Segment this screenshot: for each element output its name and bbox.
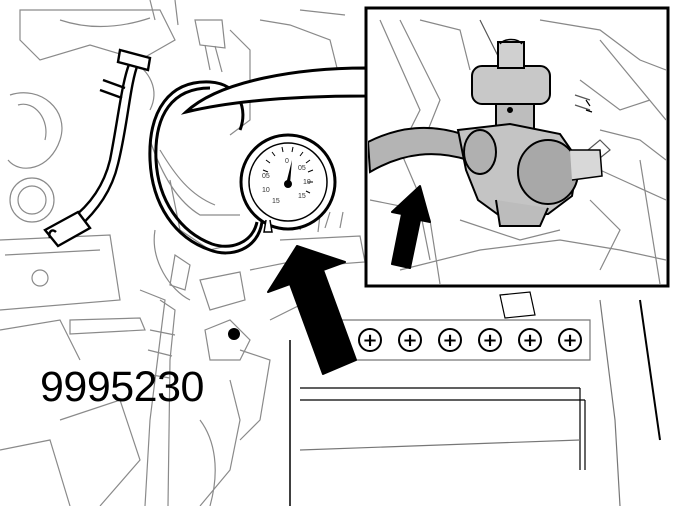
battery-terminal-2: + [398, 328, 422, 352]
gauge-label-15-right: 15 [298, 193, 306, 200]
gauge-label-15-left: 15 [272, 198, 280, 205]
inset-arrow-icon [391, 185, 431, 269]
battery-terminal-4: + [478, 328, 502, 352]
battery-terminal-symbol: + [362, 330, 377, 351]
battery-terminal-6: + [558, 328, 582, 352]
pressure-gauge-icon: 0 05 05 10 10 15 15 [239, 133, 337, 233]
battery-terminal-5: + [518, 328, 542, 352]
bolt-icon [228, 328, 240, 340]
fuel-line [43, 48, 152, 248]
part-number: 9995230 [40, 363, 204, 411]
battery-icon [289, 291, 661, 506]
gauge-label-10-right: 10 [303, 179, 311, 186]
battery-terminal-symbol: + [522, 330, 537, 351]
battery-terminal-symbol: + [402, 330, 417, 351]
gauge-label-05-right: 05 [298, 165, 306, 172]
gauge-label-10-left: 10 [262, 187, 270, 194]
engine-bay-background [0, 0, 366, 506]
gauge-hose [148, 80, 264, 255]
battery-terminals: + + + + + + [358, 328, 582, 352]
battery-terminal-symbol: + [562, 330, 577, 351]
gauge-label-0: 0 [285, 158, 289, 165]
battery-terminal-symbol: + [442, 330, 457, 351]
callout-pointer [180, 66, 368, 115]
inset-detail [364, 6, 670, 288]
battery-terminal-1: + [358, 328, 382, 352]
battery-terminal-symbol: + [482, 330, 497, 351]
gauge-label-05-left: 05 [262, 173, 270, 180]
arrow-icon [267, 245, 357, 375]
battery-terminal-3: + [438, 328, 462, 352]
